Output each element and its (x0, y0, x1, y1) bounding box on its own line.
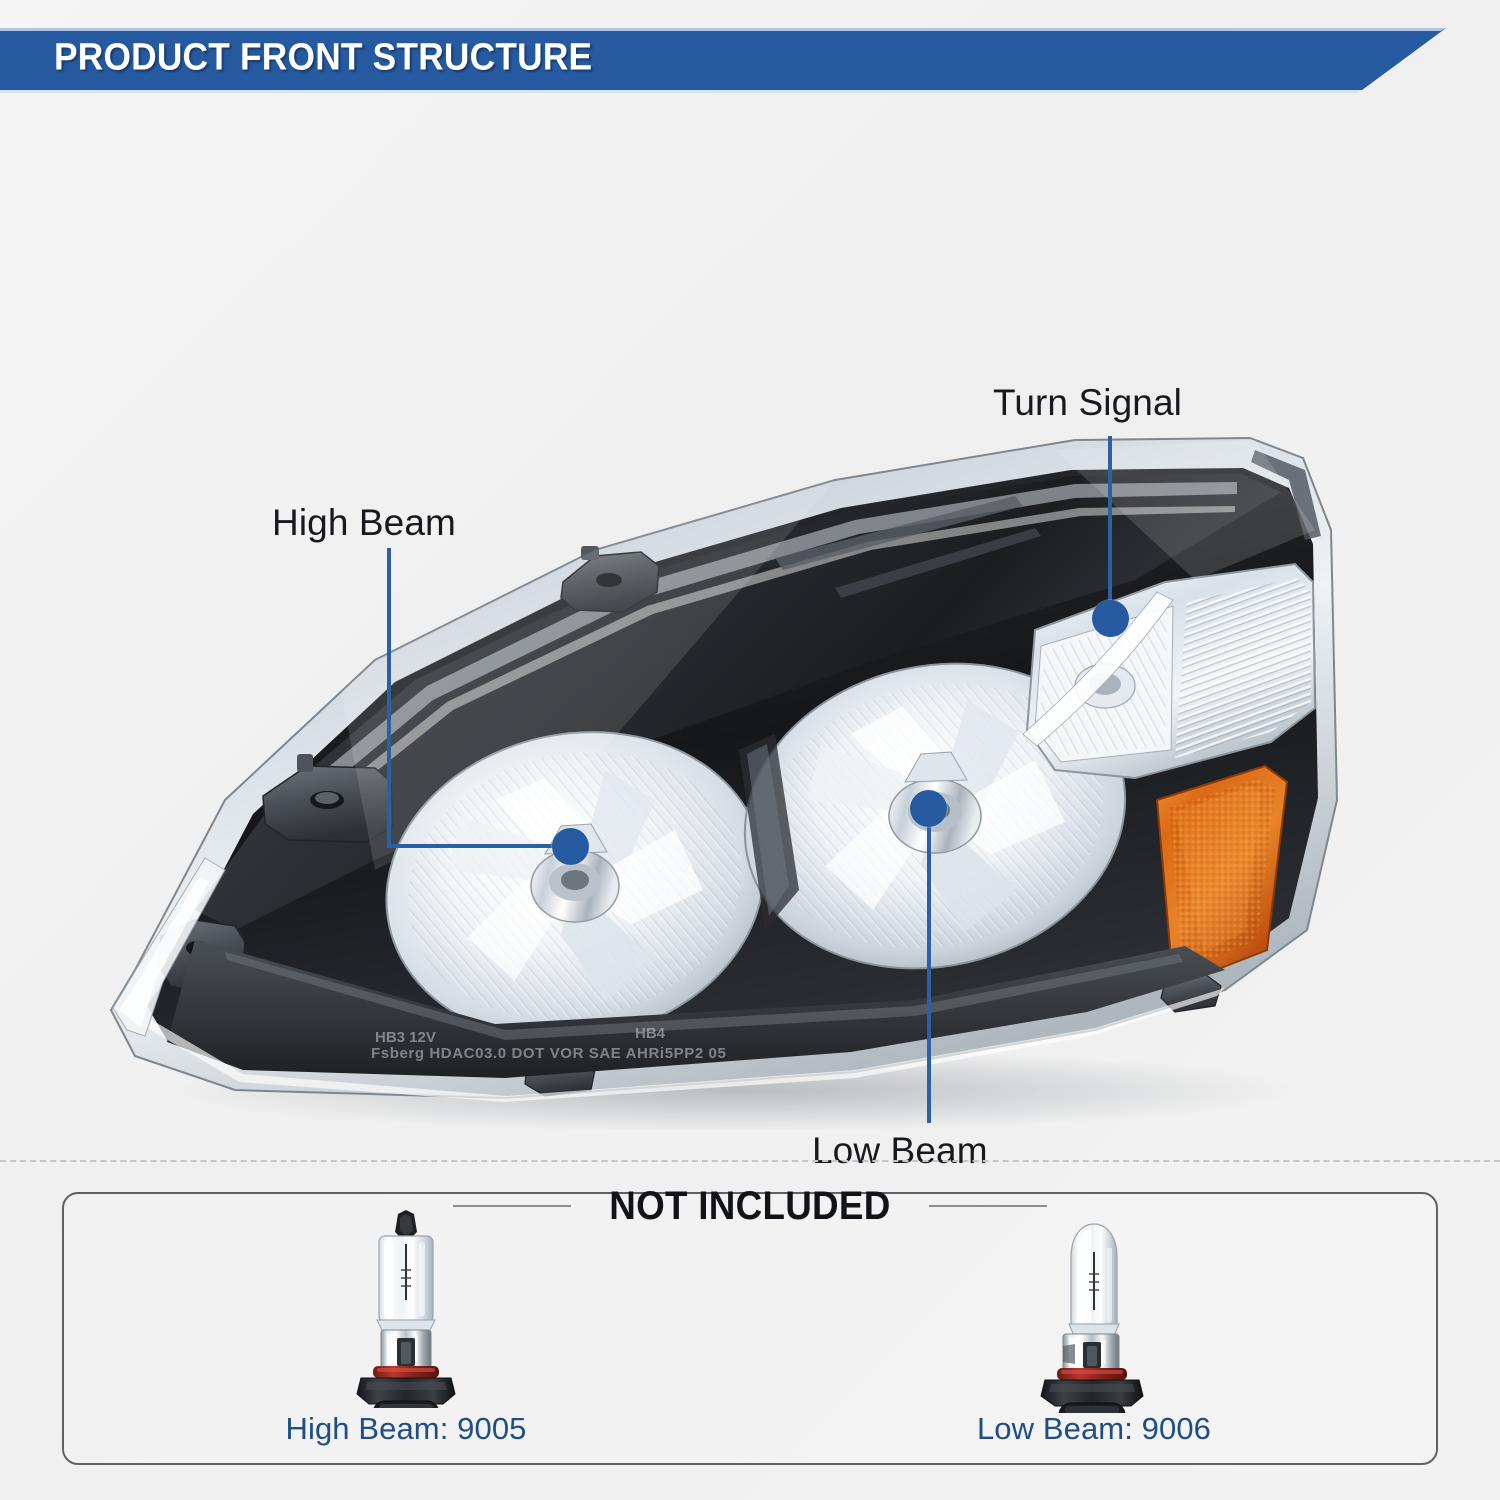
leader-line-low-beam (927, 823, 931, 1123)
bulb-caption-low-beam: Low Beam: 9006 (976, 1411, 1212, 1446)
page-title: PRODUCT FRONT STRUCTURE (54, 37, 633, 80)
mounting-tab-upper (262, 754, 394, 843)
leader-line-high-beam-horizontal (387, 844, 569, 848)
callout-label-low-beam: Low Beam (812, 1130, 988, 1171)
section-divider (0, 1160, 1500, 1162)
etch-hb4: HB4 (635, 1025, 666, 1042)
headlight-assembly: HB3 12V HB4 Fsberg HDAC03.0 DOT VOR SAE … (75, 330, 1395, 1132)
leader-line-high-beam-vertical (387, 548, 391, 848)
etch-spec: Fsberg HDAC03.0 DOT VOR SAE AHRi5PP2 05 (371, 1045, 726, 1062)
not-included-title: NOT INCLUDED (597, 1184, 903, 1229)
housing-top-highlight (281, 482, 1237, 818)
lens-left-tip (112, 857, 226, 1037)
callout-label-turn-signal: Turn Signal (993, 382, 1182, 423)
not-included-title-text: NOT INCLUDED (609, 1183, 891, 1228)
housing-rear-ridges (775, 450, 1321, 598)
banner-bottom-highlight (0, 90, 1363, 93)
leader-dot-low-beam (910, 790, 947, 827)
not-included-box (62, 1192, 1438, 1465)
leader-dot-high-beam (552, 828, 589, 865)
bulb-9005-svg (356, 1210, 456, 1428)
bulb-caption-high-beam: High Beam: 9005 (285, 1411, 527, 1446)
banner-top-highlight (0, 28, 1446, 31)
amber-side-marker (1155, 764, 1289, 980)
bulb-9006-svg (1040, 1223, 1144, 1433)
bulb-cell-high-beam: High Beam: 9005 (62, 1192, 750, 1465)
headlight-illustration: HB3 12V HB4 Fsberg HDAC03.0 DOT VOR SAE … (109, 436, 1339, 1132)
not-included-header: NOT INCLUDED (0, 1178, 1500, 1234)
product-hero: HB3 12V HB4 Fsberg HDAC03.0 DOT VOR SAE … (0, 100, 1500, 1171)
bulb-illustration-9005 (331, 1208, 481, 1428)
bulb-illustration-9006 (1019, 1218, 1169, 1433)
leader-dot-turn-signal (1092, 600, 1129, 637)
top-bracket (560, 546, 660, 613)
bulb-cell-low-beam: Low Beam: 9006 (750, 1192, 1438, 1465)
header-rule-right (928, 1205, 1047, 1207)
header-rule-left (453, 1205, 572, 1207)
header-banner: PRODUCT FRONT STRUCTURE (0, 28, 1446, 93)
lower-valance (167, 940, 1225, 1078)
leader-line-turn-signal (1108, 436, 1112, 614)
banner-shape (0, 28, 1446, 90)
lens-etched-text: HB3 12V HB4 Fsberg HDAC03.0 DOT VOR SAE … (371, 1025, 726, 1062)
callout-label-high-beam: High Beam (272, 502, 456, 543)
etch-hb3: HB3 12V (375, 1029, 436, 1046)
page-title-text: PRODUCT FRONT STRUCTURE (54, 36, 593, 79)
